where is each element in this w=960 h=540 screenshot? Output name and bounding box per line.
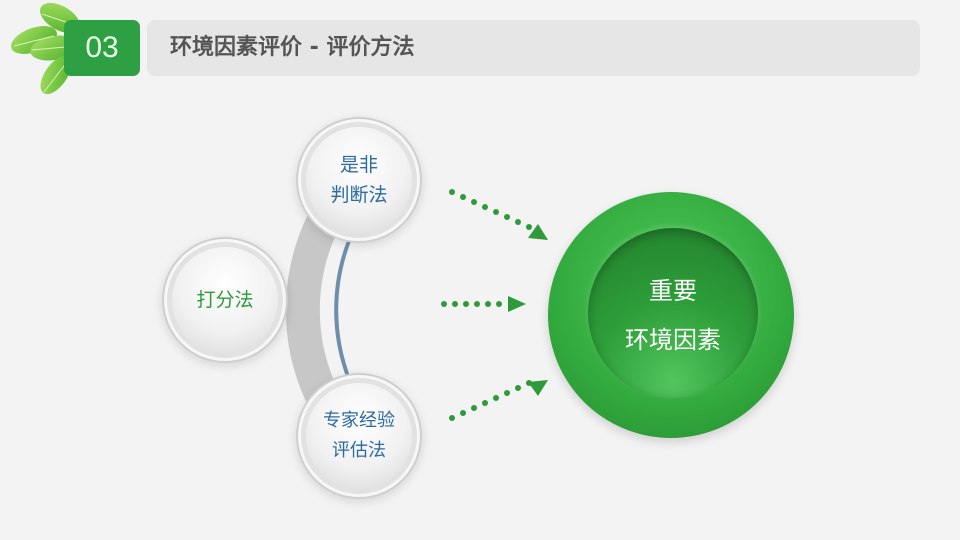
page-title: 环境因素评价 - 评价方法 <box>170 35 415 60</box>
target-label: 重要 <box>649 277 697 305</box>
arrow-icon <box>449 189 548 240</box>
arrow-icon <box>441 296 526 312</box>
method-node-expert: 专家经验 评估法 <box>306 383 412 489</box>
method-label: 评估法 <box>332 440 386 461</box>
method-node-yes-no: 是非 判断法 <box>306 127 412 233</box>
title-bar <box>147 20 920 76</box>
target-circle: 重要 环境因素 <box>588 228 758 398</box>
dotted-arrows <box>441 189 548 421</box>
method-label: 是非 <box>339 154 378 176</box>
method-label: 判断法 <box>330 184 388 206</box>
section-number-badge: 03 <box>64 20 140 76</box>
method-node-scoring: 打分法 <box>172 247 278 353</box>
target-label: 环境因素 <box>625 326 721 354</box>
method-label: 打分法 <box>196 289 254 311</box>
arrow-icon <box>449 380 548 421</box>
method-label: 专家经验 <box>323 410 395 431</box>
